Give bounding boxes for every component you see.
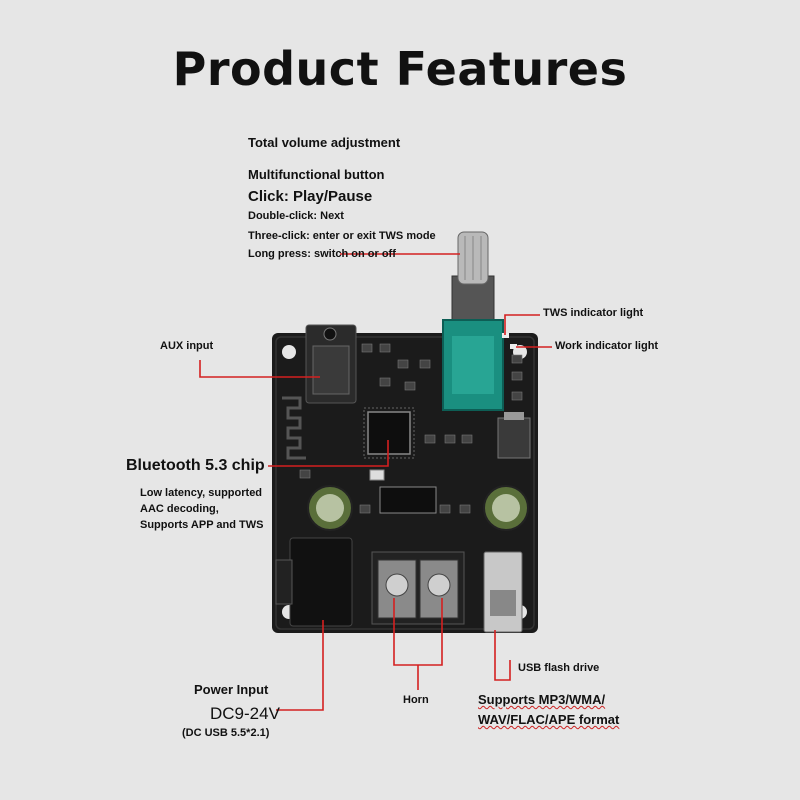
- usb-port-opening: [490, 590, 516, 616]
- callout-tws: [504, 314, 540, 335]
- dc-power-jack: [289, 537, 353, 627]
- bluetooth-chip-pins: [363, 407, 415, 459]
- small-chip: [369, 469, 385, 481]
- volume-label: Total volume adjustment: [248, 135, 401, 150]
- terminal-screw-right: [427, 573, 451, 597]
- smd: [379, 343, 391, 353]
- horn-label: Horn: [403, 694, 429, 706]
- page-title: Product Features: [172, 42, 628, 96]
- bluetooth-antenna-trace: [282, 396, 306, 460]
- aux-jack-hole: [323, 327, 337, 341]
- voltage-regulator-tab: [504, 412, 524, 420]
- smd: [419, 359, 431, 369]
- voltage-regulator: [497, 417, 531, 459]
- capacitor-right-top: [492, 494, 520, 522]
- double-click-label: Double-click: Next: [248, 210, 344, 222]
- long-press-label: Long press: switch on or off: [248, 248, 396, 260]
- speaker-terminal-right: [419, 559, 459, 619]
- smd: [511, 371, 523, 381]
- tws-led: [502, 333, 509, 338]
- smd: [511, 354, 523, 364]
- smd: [379, 377, 391, 387]
- bluetooth-desc: Low latency, supported AAC decoding, Sup…: [140, 485, 263, 533]
- smd: [359, 504, 371, 514]
- supported-formats-line: Supports MP3/WMA/: [478, 692, 606, 707]
- usb-flash-drive-label: USB flash drive: [518, 662, 600, 674]
- dc-power-jack-side: [275, 559, 293, 605]
- callout-aux: [199, 360, 320, 378]
- click-label: Click: Play/Pause: [248, 188, 373, 205]
- work-indicator-label: Work indicator light: [555, 340, 659, 352]
- work-led: [510, 344, 517, 349]
- callout-lines: [199, 253, 552, 711]
- smd: [424, 434, 436, 444]
- three-click-label: Three-click: enter or exit TWS mode: [248, 230, 436, 242]
- smd: [459, 504, 471, 514]
- terminal-screw-left: [385, 573, 409, 597]
- multifunction-button-label: Multifunctional button: [248, 167, 385, 182]
- pcb-edge-highlight: [275, 336, 535, 630]
- power-input-label: Power Input: [194, 682, 269, 697]
- smd: [404, 381, 416, 391]
- mount-hole-tl: [282, 345, 296, 359]
- dc-voltage-label: DC9-24V: [210, 704, 280, 723]
- dc-usb-label: (DC USB 5.5*2.1): [182, 727, 270, 739]
- smd: [397, 359, 409, 369]
- supported-formats: Supports MP3/WMA/ WAV/FLAC/APE format: [478, 690, 619, 730]
- smd: [444, 434, 456, 444]
- callout-bt-chip: [268, 440, 389, 467]
- smd: [439, 504, 451, 514]
- smd: [299, 469, 311, 479]
- aux-input-label: AUX input: [160, 340, 214, 352]
- tws-indicator-label: TWS indicator light: [543, 307, 644, 319]
- bluetooth-chip-label: Bluetooth 5.3 chip: [126, 457, 265, 474]
- smd: [361, 343, 373, 353]
- smd-components: [299, 343, 523, 514]
- callout-power: [276, 620, 324, 711]
- bluetooth-desc-line: Supports APP and TWS: [140, 519, 264, 531]
- bluetooth-desc-line: Low latency, supported: [140, 487, 263, 499]
- smd: [511, 391, 523, 401]
- bluetooth-desc-line: AAC decoding,: [140, 503, 219, 515]
- amplifier-chip: [379, 486, 437, 514]
- callout-usb: [494, 630, 511, 681]
- potentiometer-window: [452, 336, 494, 394]
- bluetooth-chip: [367, 411, 411, 455]
- supported-formats-line: WAV/FLAC/APE format: [478, 712, 620, 727]
- aux-jack-inner: [312, 345, 350, 395]
- smd: [461, 434, 473, 444]
- capacitor-left-top: [316, 494, 344, 522]
